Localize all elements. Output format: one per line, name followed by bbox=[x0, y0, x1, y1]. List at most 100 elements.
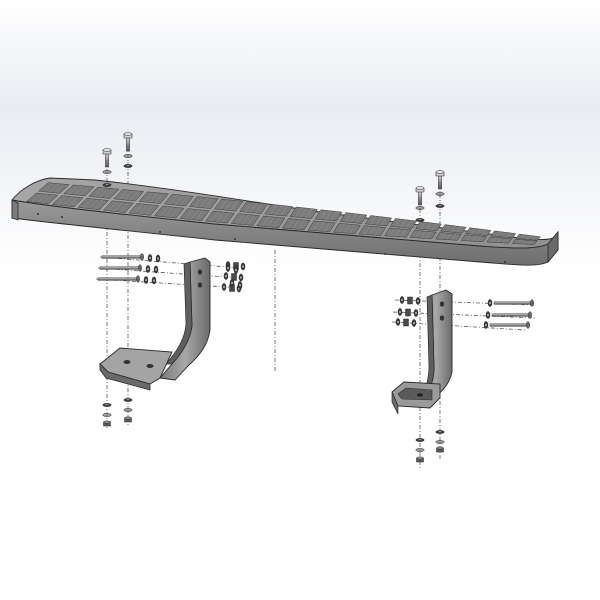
washer-icon[interactable] bbox=[151, 276, 157, 285]
tread-hatch bbox=[269, 204, 277, 215]
washer-icon[interactable] bbox=[435, 204, 445, 208]
nut-icon[interactable] bbox=[103, 420, 111, 427]
washer-icon[interactable] bbox=[237, 281, 243, 289]
tread-hatch bbox=[456, 226, 461, 233]
tread-hatch bbox=[300, 208, 307, 218]
bolt-icon[interactable] bbox=[97, 275, 140, 283]
washer-icon[interactable] bbox=[485, 311, 491, 319]
nut-icon[interactable] bbox=[405, 308, 411, 317]
tread-hatch bbox=[114, 201, 123, 212]
tread-hatch bbox=[492, 237, 496, 243]
bracket-right[interactable] bbox=[391, 289, 453, 415]
tread-hatch bbox=[199, 197, 208, 208]
nut-icon[interactable] bbox=[416, 456, 424, 463]
washer-icon[interactable] bbox=[123, 164, 133, 168]
washer-icon[interactable] bbox=[102, 413, 112, 417]
tread-hatch bbox=[532, 236, 536, 240]
washer-icon[interactable] bbox=[102, 403, 112, 407]
washer-icon[interactable] bbox=[397, 308, 403, 316]
tread-hatch bbox=[466, 235, 471, 241]
bolt-icon[interactable] bbox=[415, 186, 425, 206]
bracket-left-hole bbox=[146, 364, 154, 368]
nut-icon[interactable] bbox=[124, 416, 132, 423]
bolt-icon[interactable] bbox=[123, 132, 133, 152]
tread-hatch bbox=[185, 208, 194, 220]
tread-hatch bbox=[395, 219, 401, 227]
tread-hatch bbox=[241, 214, 250, 225]
tread-hatch bbox=[471, 235, 476, 242]
tread-hatch bbox=[356, 214, 362, 224]
washer-icon[interactable] bbox=[413, 309, 419, 317]
bolt-icon[interactable] bbox=[99, 264, 142, 272]
bracket-left-hole bbox=[197, 282, 203, 288]
washer-icon[interactable] bbox=[102, 170, 112, 174]
washer-icon[interactable] bbox=[415, 448, 425, 452]
washer-icon[interactable] bbox=[483, 321, 489, 329]
tread-hatch bbox=[250, 202, 258, 213]
washer-icon[interactable] bbox=[229, 279, 235, 287]
nut-icon[interactable] bbox=[407, 296, 413, 305]
washer-icon[interactable] bbox=[123, 408, 133, 412]
tread-hatch bbox=[521, 234, 525, 239]
bolt-icon[interactable] bbox=[435, 170, 445, 190]
washer-icon[interactable] bbox=[223, 272, 229, 280]
washer-icon[interactable] bbox=[415, 206, 425, 210]
tread-hatch bbox=[159, 206, 169, 217]
washer-icon[interactable] bbox=[238, 273, 244, 282]
tread-hatch bbox=[210, 211, 219, 222]
washer-icon[interactable] bbox=[123, 398, 133, 402]
tread-hatch bbox=[139, 204, 149, 215]
tread-hatch bbox=[526, 235, 531, 240]
nut-icon[interactable] bbox=[231, 273, 237, 281]
washer-icon[interactable] bbox=[233, 266, 239, 274]
washer-icon[interactable] bbox=[487, 299, 493, 307]
nut-icon[interactable] bbox=[436, 446, 444, 453]
tread-hatch bbox=[298, 219, 305, 230]
tread-hatch bbox=[42, 194, 53, 204]
tread-hatch bbox=[255, 203, 263, 214]
tread-hatch bbox=[476, 228, 481, 235]
washer-icon[interactable] bbox=[415, 297, 421, 305]
tread-hatch bbox=[99, 188, 109, 198]
bracket-left[interactable] bbox=[99, 257, 211, 391]
washer-icon[interactable] bbox=[415, 438, 425, 442]
tread-hatch bbox=[190, 209, 199, 220]
washer-icon[interactable] bbox=[225, 264, 231, 272]
bolt-icon[interactable] bbox=[491, 311, 532, 319]
washer-icon[interactable] bbox=[411, 319, 417, 327]
bolt-icon[interactable] bbox=[102, 148, 112, 168]
tread-hatch bbox=[54, 183, 65, 193]
tread-hatch bbox=[330, 211, 337, 221]
washer-icon[interactable] bbox=[435, 192, 445, 196]
washer-icon[interactable] bbox=[102, 183, 112, 187]
washer-icon[interactable] bbox=[145, 265, 151, 273]
washer-icon[interactable] bbox=[153, 265, 159, 274]
tread-hatch bbox=[149, 192, 159, 203]
washer-icon[interactable] bbox=[143, 276, 149, 284]
washer-icon[interactable] bbox=[395, 318, 401, 326]
tread-hatch bbox=[318, 221, 325, 232]
washer-icon[interactable] bbox=[155, 254, 161, 263]
washer-icon[interactable] bbox=[147, 254, 153, 262]
washer-icon[interactable] bbox=[240, 262, 246, 271]
tread-hatch bbox=[325, 210, 332, 221]
bolt-icon[interactable] bbox=[493, 299, 534, 307]
board-rivets bbox=[37, 213, 506, 263]
tread-hatch bbox=[338, 223, 345, 233]
washer-icon[interactable] bbox=[415, 218, 425, 222]
running-board[interactable] bbox=[11, 177, 559, 266]
bolt-icon[interactable] bbox=[101, 253, 144, 261]
tread-hatch bbox=[523, 240, 527, 245]
bracket-right-channel bbox=[397, 387, 433, 401]
nut-icon[interactable] bbox=[403, 318, 409, 327]
washer-icon[interactable] bbox=[221, 283, 227, 291]
washer-icon[interactable] bbox=[399, 296, 405, 304]
washer-icon[interactable] bbox=[435, 430, 445, 434]
tread-hatch bbox=[349, 224, 356, 234]
tread-hatch bbox=[501, 232, 506, 238]
washer-icon[interactable] bbox=[123, 154, 133, 158]
tread-hatch bbox=[272, 217, 280, 228]
bolt-icon[interactable] bbox=[489, 321, 530, 329]
washer-icon[interactable] bbox=[435, 440, 445, 444]
